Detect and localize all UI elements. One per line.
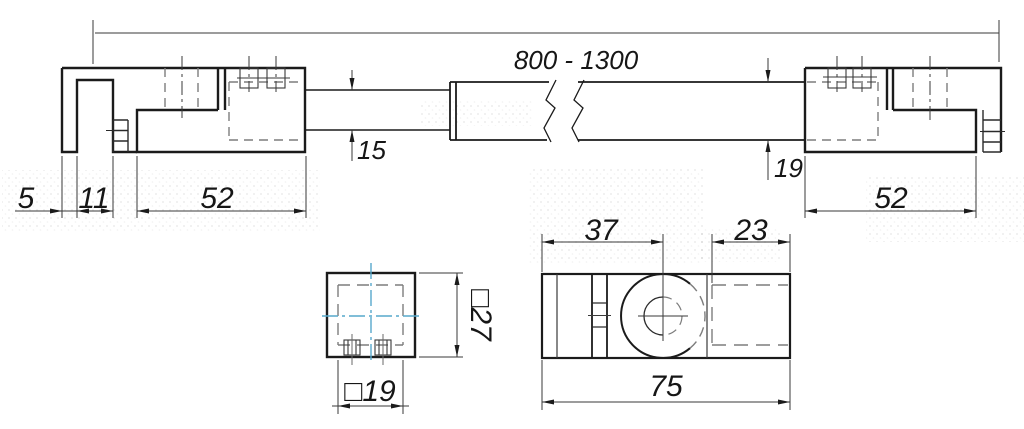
- left-clamp-outline: [60, 66, 307, 154]
- inner-rod: [305, 89, 450, 131]
- break-symbol: [543, 79, 585, 143]
- dim-rod-height: 15: [349, 70, 386, 165]
- section-centerlines: [322, 263, 420, 363]
- outer-tube: [449, 81, 805, 141]
- left-clamp-hidden-lines: [164, 68, 303, 141]
- dim-tube-height: 19: [765, 58, 803, 183]
- dim-rod-height-text: 15: [357, 135, 386, 165]
- left-clamp-top-screws: [237, 67, 290, 89]
- left-clamp-screw-thread: [106, 119, 129, 152]
- top-view: 37 23 75: [540, 214, 792, 410]
- right-clamp-screw-thread: [980, 110, 1005, 153]
- dim-hook-gap-text: 11: [78, 182, 109, 215]
- right-clamp-top-screws: [823, 67, 877, 89]
- dim-overall-length: 800 - 1300: [92, 20, 1000, 75]
- dim-top-overall-text: 75: [649, 370, 683, 403]
- dim-top-pivot-text: 37: [584, 214, 619, 247]
- dim-top-pivot: 37: [541, 214, 663, 272]
- dim-right-clamp-group: 52: [804, 156, 977, 218]
- dim-hook-lip-text: 5: [18, 182, 35, 215]
- dim-top-overall: 75: [541, 360, 791, 410]
- front-view: 800 - 1300 15 19 5 11 52: [15, 20, 1005, 218]
- dim-section-inner-text: □19: [344, 375, 396, 408]
- right-clamp-centerlines: [836, 56, 931, 120]
- dim-right-clamp-width-text: 52: [874, 182, 908, 215]
- dim-top-pocket: 23: [711, 214, 791, 283]
- dim-left-clamp-width-text: 52: [200, 182, 234, 215]
- section-inner-square-hidden: [337, 284, 404, 346]
- dim-section-outer-text: □27: [464, 289, 497, 342]
- section-view: □27 □19: [322, 263, 497, 414]
- dim-section-inner: □19: [332, 360, 409, 414]
- dim-section-outer: □27: [419, 272, 497, 358]
- section-screws: [343, 334, 392, 365]
- dim-top-pocket-text: 23: [733, 214, 768, 247]
- watermark-texture: [2, 100, 1024, 264]
- pivot-circle: [620, 234, 706, 359]
- dim-overall-text: 800 - 1300: [514, 45, 639, 75]
- dim-tube-height-text: 19: [774, 153, 803, 183]
- left-clamp-centerlines: [181, 56, 277, 118]
- top-view-hidden-pocket: [711, 284, 788, 346]
- dim-left-clamp-group: 5 11 52: [15, 156, 307, 218]
- right-clamp-outline: [803, 66, 1003, 154]
- top-view-internal-lines: [556, 274, 708, 358]
- right-clamp-hidden-lines: [807, 68, 948, 141]
